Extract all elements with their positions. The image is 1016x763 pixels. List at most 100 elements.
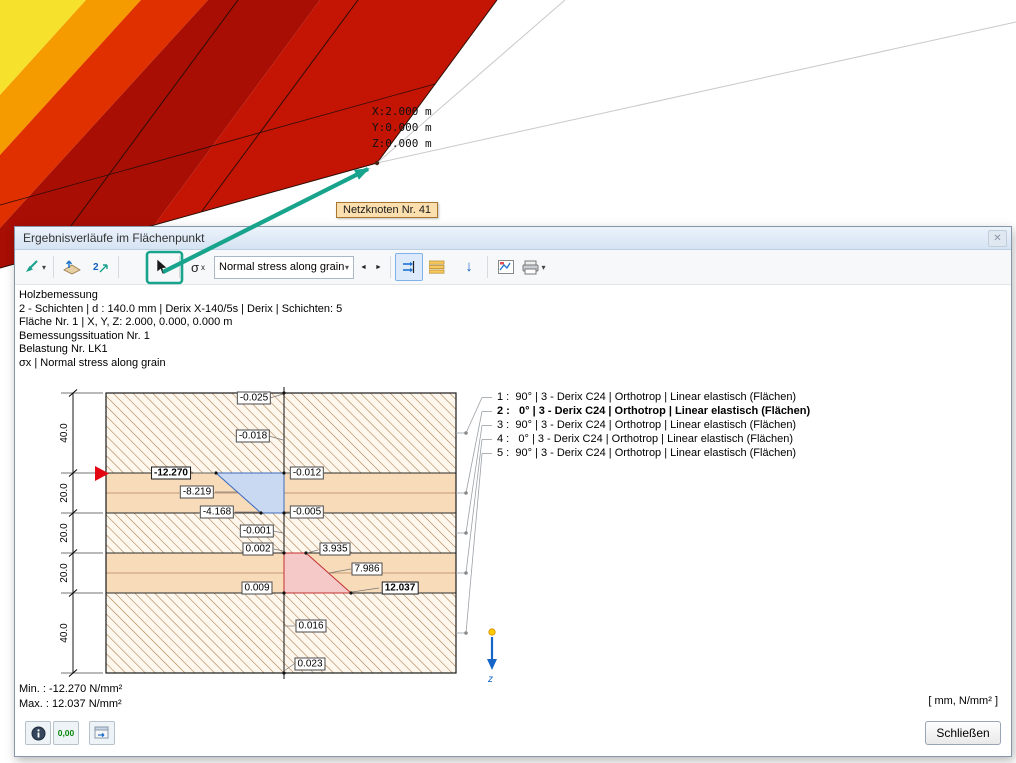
layer-legend-row: 5 : 90° | 3 - Derix C24 | Orthotrop | Li… <box>497 447 797 459</box>
stress-value-label: 0.002 <box>242 542 274 556</box>
layer-legend-row-active: 2 : 0° | 3 - Derix C24 | Orthotrop | Lin… <box>497 405 811 417</box>
display-settings-button[interactable] <box>89 721 115 745</box>
z-axis-label: z <box>487 674 493 685</box>
stress-value-label: 7.986 <box>351 562 383 576</box>
sigma-subscript: x <box>201 262 206 272</box>
close-dialog-button[interactable]: Schließen <box>925 721 1001 745</box>
info-line: σx | Normal stress along grain <box>19 356 166 369</box>
printer-icon <box>522 260 539 274</box>
thickness-label-1: 40.0 <box>59 423 70 443</box>
sigma-icon: σ <box>190 259 200 275</box>
toolbar-separator <box>53 256 54 278</box>
pick-point-button[interactable] <box>147 253 175 281</box>
vertical-diagram-toggle[interactable] <box>395 253 423 281</box>
toolbar-separator <box>487 256 488 278</box>
surface-results-button[interactable] <box>58 253 86 281</box>
info-line: Fläche Nr. 1 | X, Y, Z: 2.000, 0.000, 0.… <box>19 316 233 328</box>
units-label: [ mm, N/mm² ] <box>928 695 998 707</box>
guide-lines <box>376 0 1016 164</box>
toolbar-separator <box>390 256 391 278</box>
diagram-on-section-icon <box>403 261 415 273</box>
stress-value-label: -0.001 <box>239 524 275 538</box>
info-line: 2 - Schichten | d : 140.0 mm | Derix X-1… <box>19 302 343 315</box>
chart-image-icon <box>498 260 514 274</box>
thickness-label-5: 40.0 <box>59 623 70 643</box>
minmax-block: Min. : -12.270 N/mm² Max. : 12.037 N/mm² <box>19 682 122 712</box>
dialog-titlebar[interactable]: Ergebnisverläufe im Flächenpunkt <box>15 227 1011 250</box>
stress-diagram: 40.0 20.0 20.0 20.0 40.0 <box>59 387 497 685</box>
layer-legend-row: 4 : 0° | 3 - Derix C24 | Orthotrop | Lin… <box>497 433 794 445</box>
cross-section <box>105 392 457 674</box>
section-values-icon: 2 <box>93 262 108 273</box>
surface-results-icon <box>63 260 81 275</box>
print-button[interactable]: ▾ <box>520 253 548 281</box>
stress-value-label: -4.168 <box>199 505 235 519</box>
thickness-label-2: 20.0 <box>59 483 70 503</box>
decimal-places-label: 0,00 <box>57 728 75 738</box>
stress-value-label: -0.005 <box>289 505 325 519</box>
toolbar-separator <box>179 256 180 278</box>
stress-value-label: -0.012 <box>289 466 325 480</box>
stress-value-label: 0.023 <box>294 657 326 671</box>
stress-value-label: 0.016 <box>295 619 327 633</box>
svg-text:2: 2 <box>93 262 99 273</box>
layer-1 <box>106 393 456 473</box>
node-coordinates: X:2.000 m Y:0.000 m Z:0.000 m <box>372 104 432 152</box>
decimal-places-button[interactable]: 0,00 <box>53 721 79 745</box>
coord-y: Y:0.000 m <box>372 121 432 134</box>
layer-legend-row: 1 : 90° | 3 - Derix C24 | Orthotrop | Li… <box>497 391 797 403</box>
thickness-label-3: 20.0 <box>59 523 70 543</box>
layer-5 <box>106 593 456 673</box>
stress-value-label: -8.219 <box>179 485 215 499</box>
dimension-lines: 40.0 20.0 20.0 20.0 40.0 <box>59 389 103 677</box>
caret-down-icon: ▾ <box>41 262 46 272</box>
panel-layout-icon <box>94 726 109 739</box>
mesh-node-41[interactable] <box>374 160 380 166</box>
legend-connectors <box>456 397 492 635</box>
toolbar-separator <box>118 256 119 278</box>
stress-band-dark-red <box>0 0 320 268</box>
values-table-button[interactable] <box>423 253 451 281</box>
stress-profile <box>95 387 353 679</box>
mesh-node-tooltip: Netzknoten Nr. 41 <box>336 202 439 218</box>
info-button[interactable] <box>25 721 51 745</box>
stress-value-label: -0.025 <box>236 391 272 405</box>
coord-x: X:2.000 m <box>372 105 432 118</box>
layer-3 <box>106 513 456 553</box>
stress-max-label: 12.037 <box>381 581 419 595</box>
max-value-text: Max. : 12.037 N/mm² <box>19 698 122 710</box>
previous-quantity-button[interactable]: ◄ <box>360 263 367 271</box>
values-table-icon <box>429 260 445 274</box>
quantity-select[interactable]: Normal stress along grain ▾ <box>214 255 354 279</box>
stress-value-label: 3.935 <box>319 542 351 556</box>
info-line: Bemessungssituation Nr. 1 <box>19 329 150 342</box>
caret-down-icon: ▾ <box>541 262 546 272</box>
pick-point-cursor-icon <box>156 258 168 275</box>
info-line: Belastung Nr. LK1 <box>19 343 108 355</box>
close-icon: ✕ <box>993 233 1002 244</box>
next-quantity-button[interactable]: ► <box>375 263 382 271</box>
result-info-block: Holzbemessung 2 - Schichten | d : 140.0 … <box>19 289 342 370</box>
position-marker-arrow <box>95 466 109 481</box>
export-image-button[interactable] <box>492 253 520 281</box>
chevron-down-icon: ▾ <box>344 262 349 272</box>
dialog-close-button[interactable]: ✕ <box>988 230 1007 247</box>
thickness-label-4: 20.0 <box>59 563 70 583</box>
result-type-dropdown-button[interactable]: ▾ <box>21 253 49 281</box>
quantity-select-value: Normal stress along grain <box>219 261 345 273</box>
layer-legend-row: 3 : 90° | 3 - Derix C24 | Orthotrop | Li… <box>497 419 797 431</box>
result-arrow-icon <box>25 260 38 272</box>
z-direction-button[interactable]: ↓ <box>455 253 483 281</box>
close-dialog-label: Schließen <box>936 726 990 740</box>
stress-value-label: -0.018 <box>235 429 271 443</box>
section-values-button[interactable]: 2 <box>86 253 114 281</box>
min-value-text: Min. : -12.270 N/mm² <box>19 683 123 695</box>
coord-z: Z:0.000 m <box>372 137 432 150</box>
info-icon <box>31 726 45 740</box>
stress-min-label: -12.270 <box>151 466 191 480</box>
info-line: Holzbemessung <box>19 289 98 301</box>
dialog-title: Ergebnisverläufe im Flächenpunkt <box>23 231 205 245</box>
